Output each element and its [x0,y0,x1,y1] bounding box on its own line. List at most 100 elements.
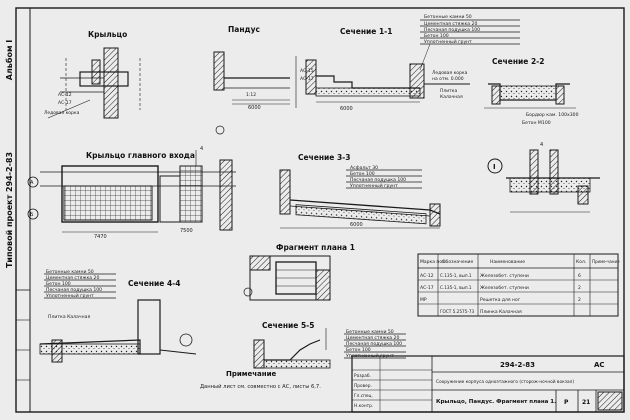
left-stamp [15,289,31,413]
spec-header-code: Обозначение [442,259,473,265]
spec-table: Марка поз. Обозначение Наименование Кол.… [417,253,620,317]
callout-c1: Асфальт 30 [350,165,378,171]
krylco-title: Крыльцо [88,30,127,39]
callout-4-c4: Уплотненный грунт [46,292,94,299]
svg-text:Ледовая корка: Ледовая корка [44,110,80,116]
callout-c4-top: Уплотненный грунт [424,38,472,45]
pandus-title: Пандус [228,25,260,34]
callout-5-c5: Бетонные камни 50 [346,329,394,335]
callout-c6: Цементная стяжка 20 [424,21,477,27]
callout-c3: Песчаная подушка 100 [350,177,406,183]
callout-5-c2: Бетон 100 [346,347,371,353]
spec-cell: 6 [578,273,581,279]
section-4-4-title: Сечение 4-4 [128,279,181,288]
spec-cell: 2 [578,297,581,303]
spec-header-note: Приме-чание [592,259,620,264]
callout-c4: Уплотненный грунт [350,182,398,189]
section-3-3: Сечение 3-3 Асфальт 30 Бетон 100 Песчана… [279,153,441,229]
entrance-axis: 4 [200,146,203,152]
callout-5-c3: Песчаная подушка 100 [346,341,402,347]
section-1-1: Сечение 1-1 АС-15 АС-17 6000 [295,27,421,112]
callout-c8: Бетон М100 [522,120,551,126]
detail-one: I 4 [487,142,600,213]
callout-c5: Бетонные камни 50 [424,14,472,20]
callout-4-c5: Бетонные камни 50 [46,269,94,275]
spec-header-mark: Марка поз. [420,259,446,265]
title-block: Разраб. Провер. Гл.спец. Н.контр. 294-2-… [351,355,625,413]
svg-text:на отм. 0.000: на отм. 0.000 [432,76,464,82]
side-code-text: Типовой проект 294-2-83 [5,152,14,268]
callout-top-right: Бетонные камни 50 Цементная стяжка 20 Пе… [409,14,520,99]
svg-text:Б: Б [30,212,34,218]
spec-cell: С.135-1, вып.1 [440,273,472,278]
spec-cell: АС-12 [420,273,434,279]
note-block: Примечание Данный лист см. совместно с А… [200,370,321,390]
section-2-2-title: Сечение 2-2 [492,57,545,66]
side-code: Типовой проект 294-2-83 [5,152,14,268]
spec-cell: Решетка для ног [480,297,521,303]
org-stamp [597,391,623,411]
entrance-dim-2: 7500 [180,228,193,234]
plan-fragment-title: Фрагмент плана 1 [276,243,355,252]
spec-cell: МР [420,297,427,303]
main-entrance-plan: Крыльцо главного входа A Б 7470 7500 4 [27,146,236,240]
svg-text:I: I [493,163,496,171]
svg-text:АС-12: АС-12 [58,92,72,98]
callout-4-c6: Цементная стяжка 20 [46,275,99,281]
spec-cell: Железобет. ступени [480,273,529,279]
note-text: Данный лист см. совместно с АС, листы 6,… [200,383,321,390]
plan-fragment: Фрагмент плана 1 [243,243,355,301]
section-1-1-dim: 6000 [340,106,353,112]
role-2: Провер. [354,383,372,389]
spec-header-name: Наименование [490,259,525,265]
callout-4-c3: Песчаная подушка 100 [46,287,102,293]
spec-cell: С.135-1, вып.1 [440,285,472,290]
svg-text:Плитка Калачная: Плитка Калачная [48,314,90,320]
pandus-slope: 1:12 [246,92,256,98]
callout-5-c6: Цементная стяжка 20 [346,335,399,341]
spec-cell: Железобет. ступени [480,285,529,291]
section-1-1-title: Сечение 1-1 [340,27,393,36]
krylco-detail: Крыльцо АС-12 АС-17 Ледовая корка [44,30,141,119]
pandus-detail: Пандус 1:12 6000 [213,25,290,135]
note-title: Примечание [226,370,277,378]
pandus-dim: 6000 [248,105,261,111]
svg-text:A: A [30,180,34,186]
svg-text:Калачная: Калачная [440,94,463,100]
callout-4-c2: Бетон 100 [46,281,71,287]
side-album-text: Альбом I [4,40,14,81]
spec-cell: 2 [578,285,581,291]
detail-one-axis: 4 [540,142,543,148]
spec-cell: Плинка Калачная [480,309,522,315]
section-5-5-title: Сечение 5-5 [262,321,315,330]
svg-text:Плитка: Плитка [440,88,458,94]
spec-cell: АС-17 [420,285,434,291]
role-4: Н.контр. [354,403,373,409]
title-stage: Р [564,399,569,406]
title-mark: АС [594,361,605,369]
callout-c3-top: Песчаная подушка 100 [424,27,480,33]
entrance-dim-1: 7470 [94,234,107,240]
section-3-3-title: Сечение 3-3 [298,153,351,162]
section-5-5: Сечение 5-5 Бетонные камни 50 Цементная … [253,321,406,369]
section-3-3-dim: 6000 [350,222,363,228]
svg-text:АС-17: АС-17 [58,100,72,106]
section-2-2: Сечение 2-2 Ледовая корка на отм. 0.000 … [432,57,579,126]
role-3: Гл.спец. [354,393,373,399]
svg-text:Ледовая корка: Ледовая корка [432,70,468,76]
callout-c2-top: Бетон 100 [424,33,449,39]
title-code: 294-2-83 [500,361,535,369]
callout-c7: Бордюр кам. 100х300 [526,112,579,118]
side-album: Альбом I [4,40,14,81]
title-sheet-title: Крыльцо, Пандус. Фрагмент плана 1. [436,399,556,405]
spec-cell: ГОСТ 5.2575-73 [440,309,474,314]
sheet-frame [15,7,625,413]
svg-text:АС-17: АС-17 [300,76,314,82]
spec-header-qty: Кол. [576,259,586,265]
callout-c2: Бетон 100 [350,171,375,177]
role-1: Разраб. [354,373,371,379]
section-4-4: Сечение 4-4 Бетонные камни 50 Цементная … [39,269,197,363]
svg-text:АС-15: АС-15 [300,68,314,74]
